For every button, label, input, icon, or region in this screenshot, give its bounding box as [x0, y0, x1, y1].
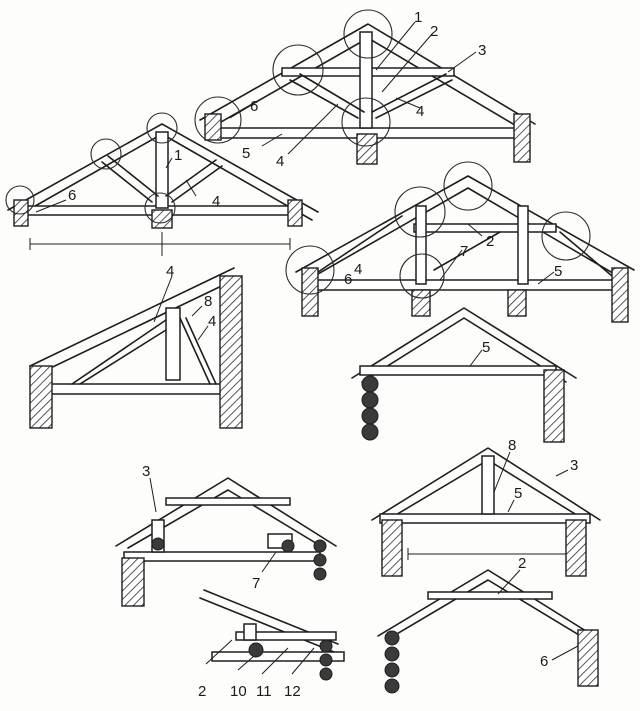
joint-detail: 2 10 11 12 — [198, 589, 345, 700]
label-right-6: 6 — [344, 271, 352, 288]
bottom-right-truss: 2 6 — [377, 555, 599, 694]
label-detail-12: 12 — [284, 683, 301, 700]
label-br-6: 6 — [540, 653, 548, 670]
left-truss: 1 4 6 — [5, 112, 319, 256]
label-right-5: 5 — [554, 263, 562, 280]
king-post-truss: 8 3 5 — [371, 437, 601, 577]
label-top-3: 3 — [478, 42, 486, 59]
label-right-2: 2 — [486, 233, 494, 250]
label-right-4: 4 — [354, 261, 362, 278]
label-king-8: 8 — [508, 437, 516, 454]
label-left-6: 6 — [68, 187, 76, 204]
attic-truss: 3 7 — [115, 463, 337, 607]
log-stack-bottom — [384, 630, 400, 694]
label-shed-4b: 4 — [208, 313, 216, 330]
label-king-3: 3 — [570, 457, 578, 474]
label-top-6: 6 — [250, 98, 258, 115]
label-top-1: 1 — [414, 9, 422, 26]
log-stack-attic — [313, 539, 327, 581]
label-log-5: 5 — [482, 339, 490, 356]
label-attic-7: 7 — [252, 575, 260, 592]
label-detail-10: 10 — [230, 683, 247, 700]
label-detail-11: 11 — [256, 683, 272, 700]
label-attic-3: 3 — [142, 463, 150, 480]
label-top-4b: 4 — [276, 153, 284, 170]
label-left-1: 1 — [174, 147, 182, 164]
label-top-2: 2 — [430, 23, 438, 40]
label-br-2: 2 — [518, 555, 526, 572]
shed-roof: 4 8 4 — [29, 263, 243, 429]
label-shed-8: 8 — [204, 293, 212, 310]
label-left-4: 4 — [212, 193, 220, 210]
label-shed-4a: 4 — [166, 263, 174, 280]
label-detail-2: 2 — [198, 683, 206, 700]
label-king-5: 5 — [514, 485, 522, 502]
label-right-7: 7 — [460, 243, 468, 260]
log-stack-left — [361, 375, 379, 441]
top-truss: 1 2 3 4 4 5 6 — [194, 9, 536, 170]
log-stack-detail — [319, 639, 333, 681]
log-wall-truss: 5 — [351, 307, 577, 443]
right-truss: 2 4 6 7 5 — [285, 161, 635, 323]
label-top-4a: 4 — [416, 103, 424, 120]
label-top-5: 5 — [242, 145, 250, 162]
